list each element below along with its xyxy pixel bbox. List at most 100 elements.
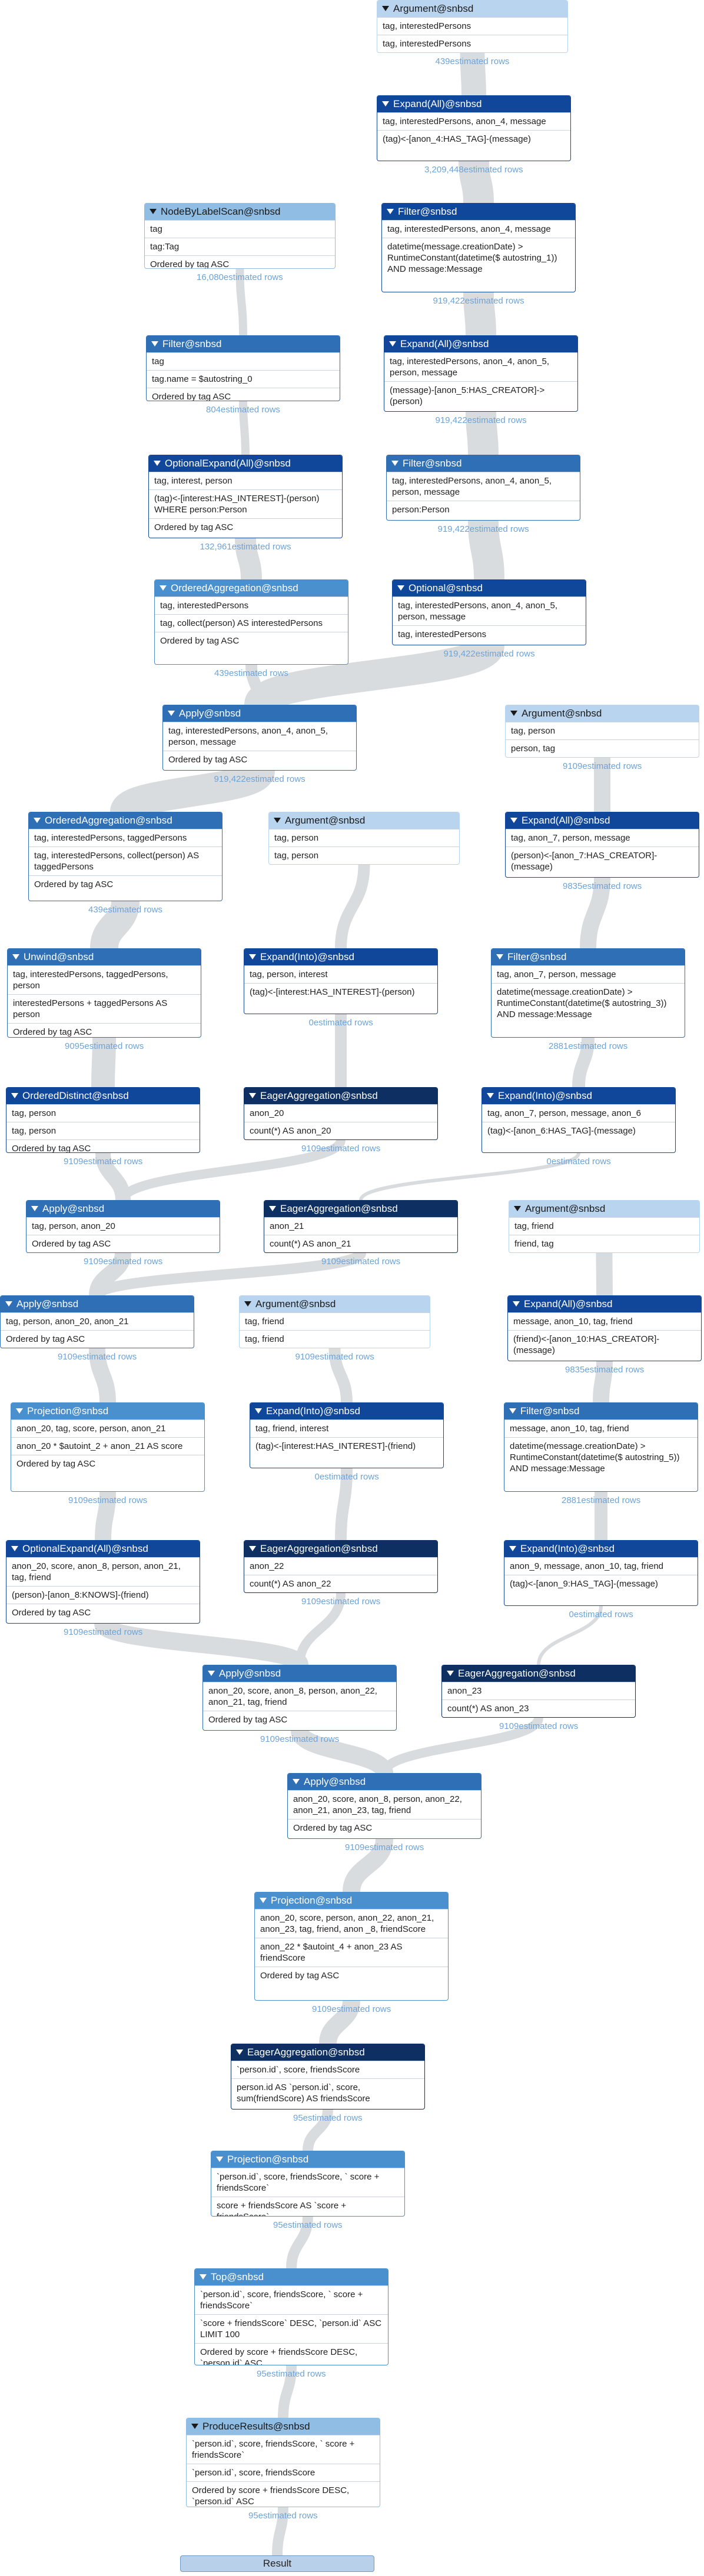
operator-header[interactable]: Apply@snbsd [26,1201,220,1217]
collapse-triangle-icon[interactable] [509,1546,516,1551]
operator-node[interactable]: EagerAggregation@snbsd`person.id`, score… [231,2044,425,2110]
collapse-triangle-icon[interactable] [34,818,41,823]
operator-header[interactable]: Argument@snbsd [506,705,699,722]
collapse-triangle-icon[interactable] [496,954,503,959]
collapse-triangle-icon[interactable] [397,585,404,591]
operator-header[interactable]: Projection@snbsd [255,1892,448,1909]
collapse-triangle-icon[interactable] [293,1779,300,1784]
operator-header[interactable]: Optional@snbsd [393,580,586,596]
operator-header[interactable]: Expand(All)@snbsd [377,96,570,112]
operator-header[interactable]: Filter@snbsd [504,1403,698,1419]
collapse-triangle-icon[interactable] [255,1408,262,1414]
collapse-triangle-icon[interactable] [168,711,175,716]
operator-header[interactable]: Expand(All)@snbsd [506,812,699,829]
operator-header[interactable]: Argument@snbsd [509,1201,699,1217]
operator-header[interactable]: Apply@snbsd [203,1665,396,1682]
collapse-triangle-icon[interactable] [514,1206,521,1211]
collapse-triangle-icon[interactable] [200,2274,207,2280]
result-node[interactable]: Result [180,2555,374,2572]
operator-header[interactable]: Expand(Into)@snbsd [504,1541,698,1557]
collapse-triangle-icon[interactable] [5,1301,12,1307]
collapse-triangle-icon[interactable] [260,1898,267,1903]
operator-header[interactable]: Apply@snbsd [288,1774,481,1790]
operator-header[interactable]: OptionalExpand(All)@snbsd [6,1541,200,1557]
operator-header[interactable]: EagerAggregation@snbsd [442,1665,635,1682]
operator-header[interactable]: Filter@snbsd [382,204,575,220]
collapse-triangle-icon[interactable] [513,1301,520,1307]
collapse-triangle-icon[interactable] [244,1301,251,1307]
collapse-triangle-icon[interactable] [249,1546,256,1551]
collapse-triangle-icon[interactable] [151,341,158,346]
collapse-triangle-icon[interactable] [382,6,389,11]
operator-header[interactable]: EagerAggregation@snbsd [264,1201,457,1217]
operator-node[interactable]: Top@snbsd`person.id`, score, friendsScor… [194,2268,388,2365]
collapse-triangle-icon[interactable] [249,1093,256,1098]
operator-header[interactable]: Argument@snbsd [269,812,459,829]
collapse-triangle-icon[interactable] [387,209,394,214]
operator-header[interactable]: Top@snbsd [195,2269,388,2285]
operator-header[interactable]: Filter@snbsd [492,949,685,965]
collapse-triangle-icon[interactable] [31,1206,38,1211]
operator-header[interactable]: Expand(All)@snbsd [384,336,577,352]
collapse-triangle-icon[interactable] [150,209,157,214]
collapse-triangle-icon[interactable] [487,1093,494,1098]
operator-header[interactable]: Argument@snbsd [240,1296,430,1312]
collapse-triangle-icon[interactable] [510,711,517,716]
collapse-triangle-icon[interactable] [509,1408,516,1414]
operator-header[interactable]: OptionalExpand(All)@snbsd [149,455,342,472]
operator-header[interactable]: Projection@snbsd [211,2151,404,2168]
collapse-triangle-icon[interactable] [274,818,281,823]
collapse-triangle-icon[interactable] [447,1671,454,1676]
operator-header[interactable]: Unwind@snbsd [8,949,201,965]
operator-header[interactable]: Filter@snbsd [147,336,340,352]
collapse-triangle-icon[interactable] [191,2424,198,2429]
collapse-triangle-icon[interactable] [510,818,517,823]
collapse-triangle-icon[interactable] [11,1093,18,1098]
operator-header[interactable]: Filter@snbsd [387,455,580,472]
collapse-triangle-icon[interactable] [216,2157,223,2162]
operator-node[interactable]: ProduceResults@snbsd`person.id`, score, … [186,2418,380,2507]
operator-header[interactable]: Apply@snbsd [163,705,356,722]
operator-header[interactable]: Expand(Into)@snbsd [482,1088,675,1104]
collapse-triangle-icon[interactable] [12,954,19,959]
operator-header[interactable]: Projection@snbsd [11,1403,204,1419]
collapse-triangle-icon[interactable] [154,461,161,466]
operator-header[interactable]: Expand(All)@snbsd [508,1296,701,1312]
operator-header[interactable]: Argument@snbsd [377,1,567,17]
operator-header[interactable]: ProduceResults@snbsd [187,2418,380,2435]
operator-header[interactable]: Expand(Into)@snbsd [250,1403,443,1419]
collapse-triangle-icon[interactable] [11,1546,18,1551]
operator-header[interactable]: EagerAggregation@snbsd [244,1088,437,1104]
operator-header[interactable]: OrderedDistinct@snbsd [6,1088,200,1104]
operator-header[interactable]: OrderedAggregation@snbsd [29,812,222,829]
collapse-triangle-icon[interactable] [16,1408,23,1414]
operator-header[interactable]: Apply@snbsd [1,1296,194,1312]
operator-header[interactable]: EagerAggregation@snbsd [244,1541,437,1557]
